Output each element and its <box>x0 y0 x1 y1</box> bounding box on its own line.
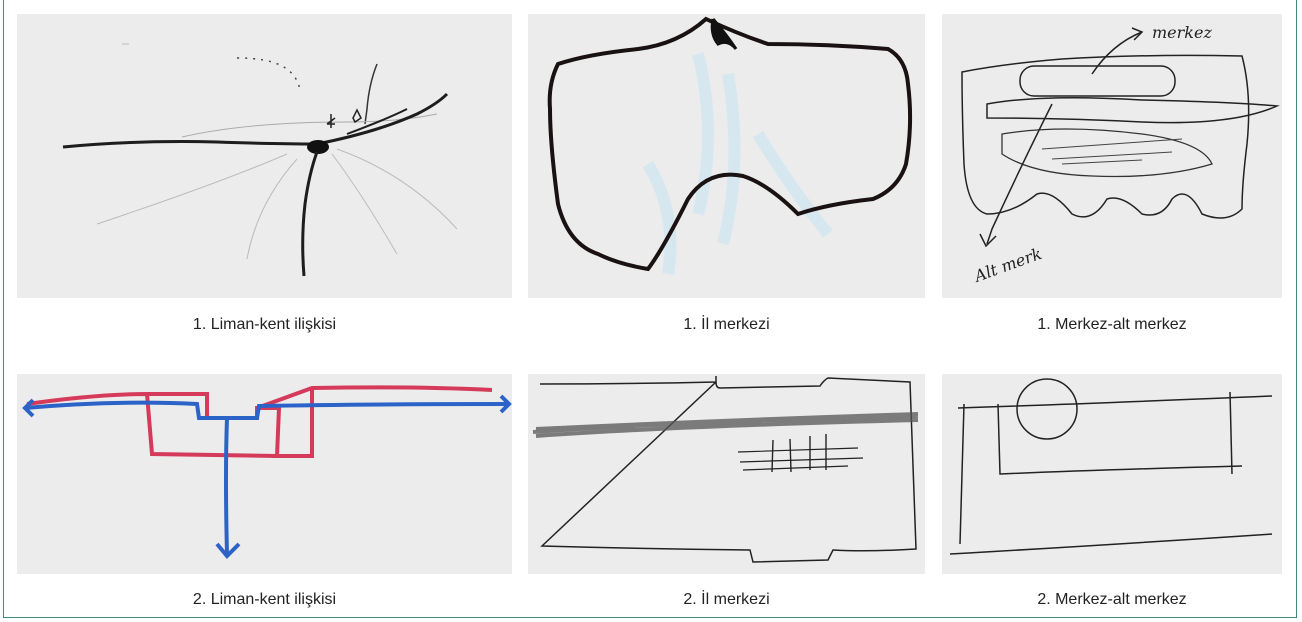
caption-port-city-1: 1. Liman-kent ilişkisi <box>17 316 512 334</box>
sketch-center-subcenter-2 <box>942 374 1282 574</box>
sketch-port-city-2 <box>17 374 512 574</box>
caption-center-subcenter-1: 1. Merkez-alt merkez <box>942 316 1282 334</box>
sketch-center-subcenter-1: merkez Alt merk <box>942 14 1282 298</box>
port-city-sketch-2-drawing <box>17 374 512 574</box>
sketch-city-center-1 <box>528 14 925 298</box>
city-center-sketch-2-drawing <box>528 374 925 574</box>
center-subcenter-sketch-1-drawing: merkez Alt merk <box>942 14 1282 298</box>
center-subcenter-sketch-2-drawing <box>942 374 1282 574</box>
city-center-sketch-1-drawing <box>528 14 925 298</box>
port-city-sketch-1-drawing <box>17 14 512 298</box>
sketch-port-city-1 <box>17 14 512 298</box>
caption-city-center-1: 1. İl merkezi <box>528 316 925 334</box>
annotation-merkez: merkez <box>1152 23 1212 42</box>
caption-center-subcenter-2: 2. Merkez-alt merkez <box>942 591 1282 609</box>
caption-city-center-2: 2. İl merkezi <box>528 591 925 609</box>
caption-port-city-2: 2. Liman-kent ilişkisi <box>17 591 512 609</box>
sketch-city-center-2 <box>528 374 925 574</box>
annotation-alt-merk: Alt merk <box>970 244 1044 287</box>
